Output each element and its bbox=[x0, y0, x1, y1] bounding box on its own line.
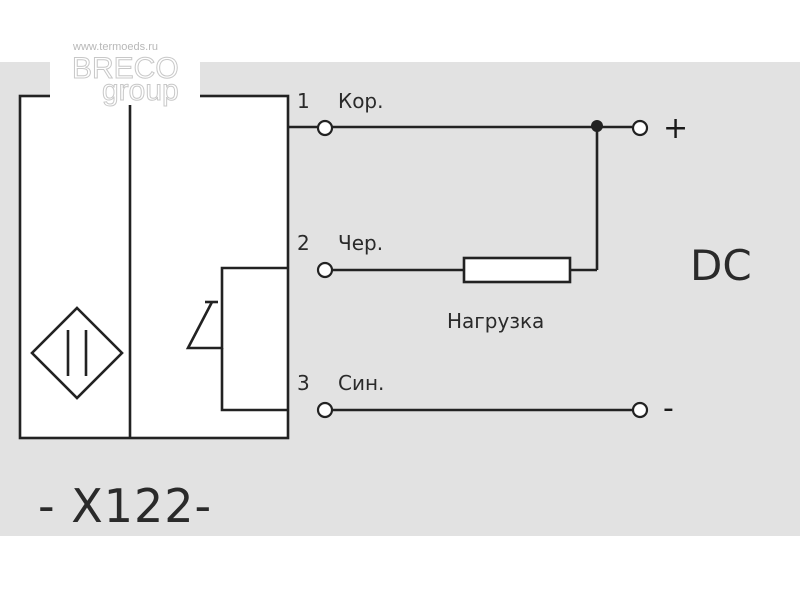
output-switch-icon bbox=[185, 266, 288, 412]
terminal-2-number: 2 bbox=[297, 231, 310, 255]
load-resistor-icon bbox=[462, 256, 572, 284]
terminal-1-icon bbox=[316, 119, 334, 137]
supply-type-label: DC bbox=[690, 241, 752, 290]
load-label: Нагрузка bbox=[447, 309, 544, 333]
watermark-patch bbox=[50, 30, 200, 105]
supply-plus-sign: + bbox=[663, 111, 688, 146]
wire-3 bbox=[316, 401, 649, 419]
supply-minus-sign: - bbox=[663, 391, 674, 426]
terminal-2-icon bbox=[316, 261, 334, 279]
watermark-url: www.termoeds.ru bbox=[72, 41, 158, 53]
wire-2 bbox=[316, 256, 597, 284]
wire-1 bbox=[288, 119, 649, 270]
supply-minus-terminal-icon bbox=[631, 401, 649, 419]
terminal-3-label: Син. bbox=[338, 371, 384, 395]
watermark-logo-top: BRECO bbox=[72, 52, 179, 85]
terminal-3-number: 3 bbox=[297, 371, 310, 395]
model-designation: - X122- bbox=[38, 479, 212, 533]
inductive-sensor-icon bbox=[30, 306, 124, 400]
supply-plus-terminal-icon bbox=[631, 119, 649, 137]
watermark-logo-bottom: group bbox=[102, 74, 179, 107]
terminal-3-icon bbox=[316, 401, 334, 419]
terminal-1-label: Кор. bbox=[338, 89, 384, 113]
terminal-2-label: Чер. bbox=[338, 231, 383, 255]
terminal-1-number: 1 bbox=[297, 89, 310, 113]
